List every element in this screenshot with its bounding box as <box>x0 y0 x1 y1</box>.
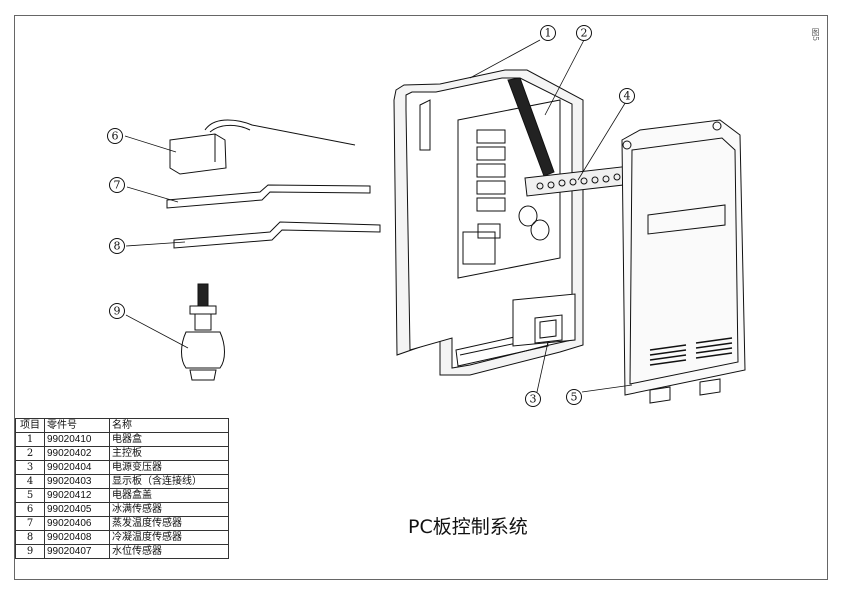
parts-table-header: 项目 零件号 名称 <box>15 418 229 433</box>
part-name: 冰满传感器 <box>109 502 229 517</box>
part-name: 电源变压器 <box>109 460 229 475</box>
page-title: PC板控制系统 <box>408 516 528 538</box>
part-no: 99020406 <box>44 516 110 531</box>
part-no: 99020402 <box>44 446 110 461</box>
callout-3: 3 <box>530 393 537 406</box>
power-transformer <box>512 293 576 347</box>
condenser-temp-sensor <box>173 221 381 249</box>
part-no: 99020410 <box>44 432 110 447</box>
header-name: 名称 <box>109 418 229 433</box>
evaporator-temp-sensor <box>166 184 371 209</box>
callout-9: 9 <box>114 305 121 318</box>
drawing-frame <box>14 15 828 580</box>
callout-7-circle <box>109 177 125 193</box>
part-no: 99020408 <box>44 530 110 545</box>
part-name: 冷凝温度传感器 <box>109 530 229 545</box>
callout-1-circle <box>540 25 556 41</box>
part-no: 99020405 <box>44 502 110 517</box>
item-no: 6 <box>15 502 45 517</box>
item-no: 8 <box>15 530 45 545</box>
part-name: 显示板（含连接线） <box>109 474 229 489</box>
callout-8: 8 <box>114 240 121 253</box>
callout-6: 6 <box>112 130 119 143</box>
part-name: 蒸发温度传感器 <box>109 516 229 531</box>
item-no: 9 <box>15 544 45 559</box>
page-mark: 图5 <box>811 28 820 42</box>
callout-9-circle <box>109 303 125 319</box>
callout-5-circle <box>566 389 582 405</box>
callout-4: 4 <box>624 90 631 103</box>
callout-8-circle <box>109 238 125 254</box>
callout-5: 5 <box>571 391 578 404</box>
electrical-box-cover <box>621 119 746 404</box>
part-name: 主控板 <box>109 446 229 461</box>
item-no: 7 <box>15 516 45 531</box>
callout-7: 7 <box>114 179 121 192</box>
callout-2-circle <box>576 25 592 41</box>
ribbon-cable <box>507 77 555 177</box>
ice-full-sensor <box>169 119 356 175</box>
part-name: 电器盒 <box>109 432 229 447</box>
callout-2: 2 <box>581 27 588 40</box>
header-part-no: 零件号 <box>44 418 110 433</box>
water-level-sensor <box>181 283 225 381</box>
part-no: 99020404 <box>44 460 110 475</box>
item-no: 2 <box>15 446 45 461</box>
item-no: 5 <box>15 488 45 503</box>
callout-circles <box>107 25 635 407</box>
leader-lines <box>124 39 633 393</box>
item-no: 3 <box>15 460 45 475</box>
callout-3-circle <box>525 391 541 407</box>
part-name: 水位传感器 <box>109 544 229 559</box>
callout-4-circle <box>619 88 635 104</box>
part-name: 电器盒盖 <box>109 488 229 503</box>
header-item-no: 项目 <box>15 418 45 433</box>
callout-1: 1 <box>545 27 552 40</box>
item-no: 1 <box>15 432 45 447</box>
part-no: 99020412 <box>44 488 110 503</box>
item-no: 4 <box>15 474 45 489</box>
part-no: 99020407 <box>44 544 110 559</box>
callout-6-circle <box>107 128 123 144</box>
part-no: 99020403 <box>44 474 110 489</box>
